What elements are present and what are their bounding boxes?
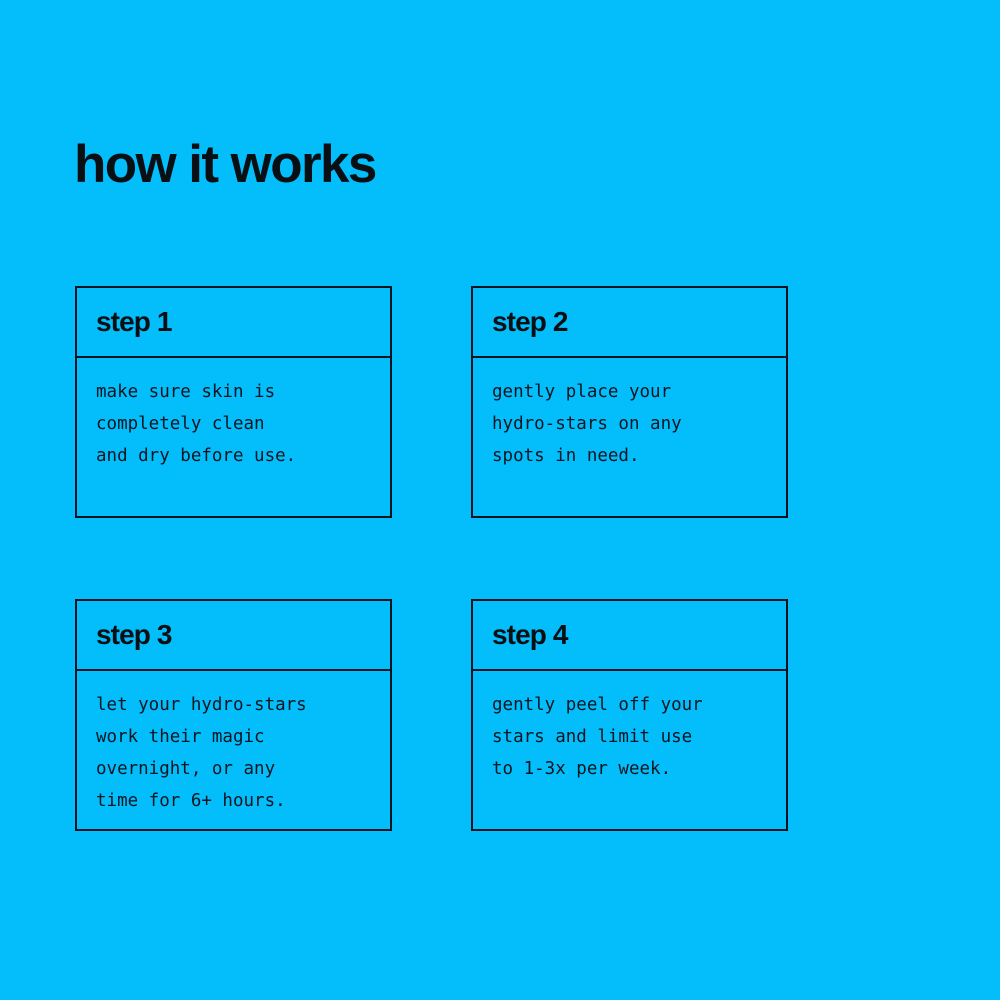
step-card-4: step 4 gently peel off your stars and li… (471, 599, 788, 831)
step-card-text-2: gently place your hydro-stars on any spo… (492, 382, 682, 466)
step-card-label-2: step 2 (492, 306, 568, 337)
step-card-text-1: make sure skin is completely clean and d… (96, 382, 297, 466)
step-card-header-4: step 4 (473, 601, 786, 671)
step-card-label-1: step 1 (96, 306, 172, 337)
step-card-header-2: step 2 (473, 288, 786, 358)
steps-grid: step 1 make sure skin is completely clea… (75, 286, 788, 831)
step-card-2: step 2 gently place your hydro-stars on … (471, 286, 788, 518)
step-card-body-4: gently peel off your stars and limit use… (473, 671, 786, 829)
step-card-text-4: gently peel off your stars and limit use… (492, 695, 703, 779)
step-card-3: step 3 let your hydro-stars work their m… (75, 599, 392, 831)
step-card-label-4: step 4 (492, 619, 568, 650)
step-card-text-3: let your hydro-stars work their magic ov… (96, 695, 307, 811)
step-card-body-1: make sure skin is completely clean and d… (77, 358, 390, 516)
page-title: how it works (74, 134, 377, 194)
step-card-1: step 1 make sure skin is completely clea… (75, 286, 392, 518)
step-card-header-1: step 1 (77, 288, 390, 358)
step-card-body-2: gently place your hydro-stars on any spo… (473, 358, 786, 516)
step-card-body-3: let your hydro-stars work their magic ov… (77, 671, 390, 829)
step-card-label-3: step 3 (96, 619, 172, 650)
step-card-header-3: step 3 (77, 601, 390, 671)
